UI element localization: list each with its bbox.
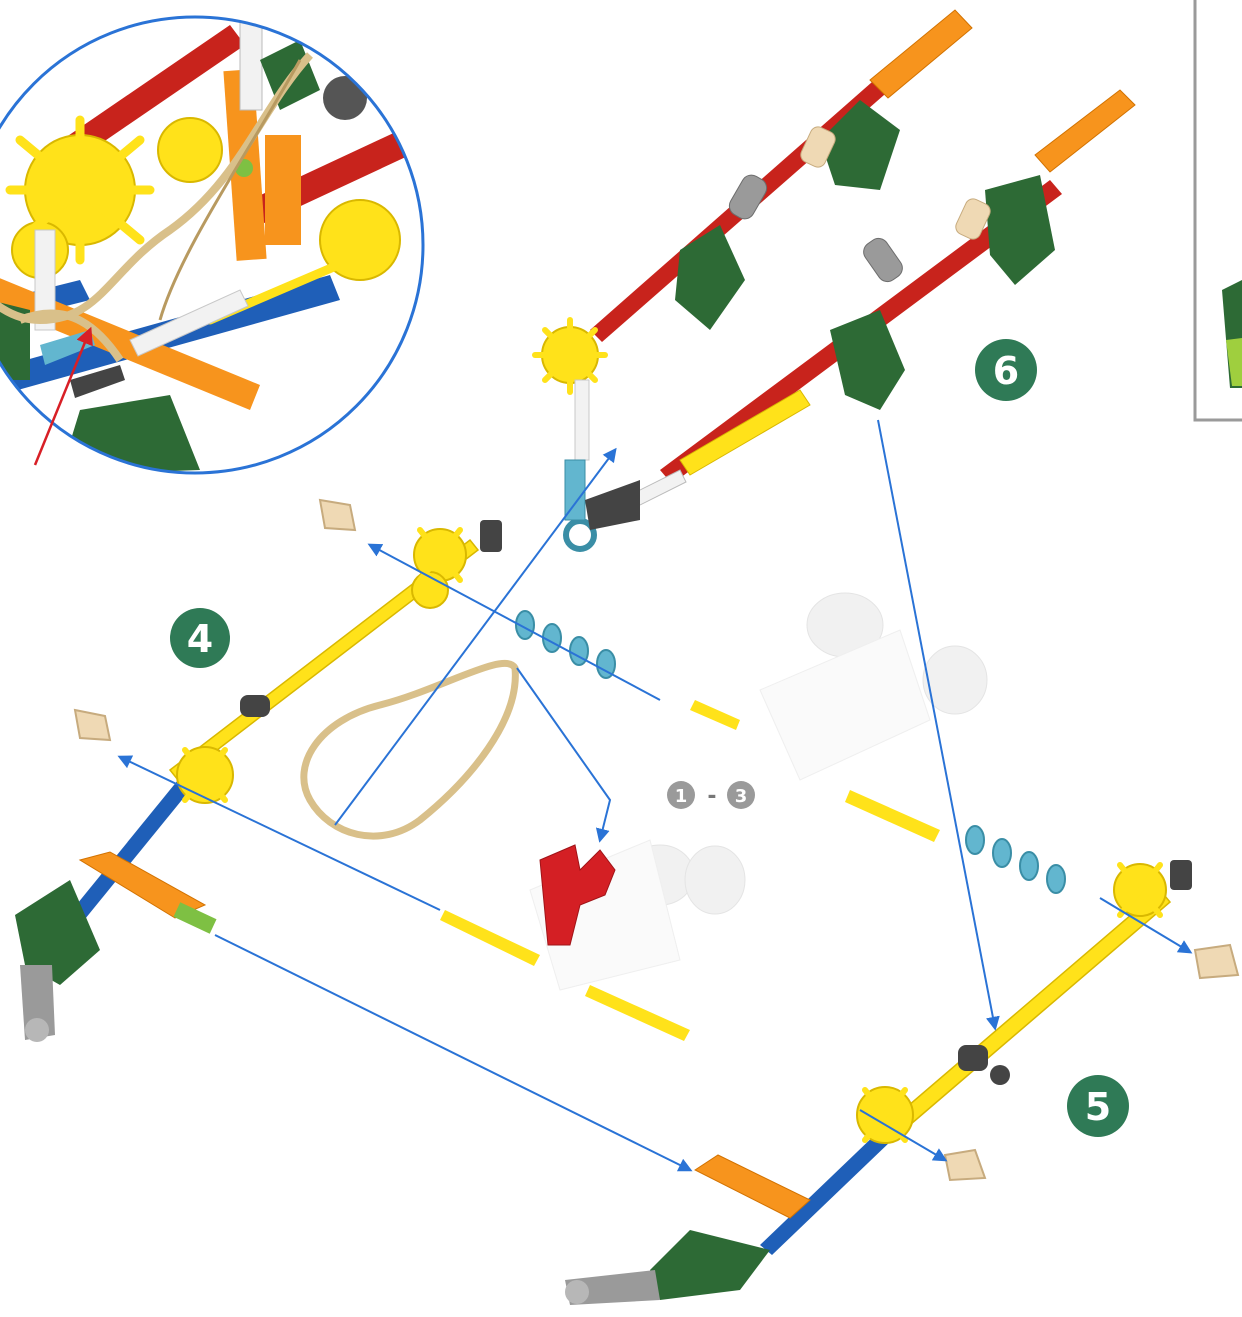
spacer-group-front <box>966 826 1065 893</box>
zoom-detail <box>0 0 423 475</box>
assembly-arrows <box>120 420 1190 1170</box>
prev-step-from: 1 <box>675 786 688 807</box>
inset-frame <box>1195 0 1242 420</box>
step-number-6: 6 <box>993 349 1019 393</box>
end-caps <box>75 500 1238 1180</box>
step-badge-4: 4 <box>170 608 230 668</box>
prev-step-to: 3 <box>735 786 748 807</box>
previous-steps-ref: 1 - 3 <box>667 781 755 809</box>
rod-assembly-step6 <box>535 10 1135 549</box>
step-number-5: 5 <box>1085 1085 1111 1129</box>
prev-step-dash: - <box>707 784 716 809</box>
ghost-assembly <box>530 593 987 990</box>
step-badge-6: 6 <box>975 339 1037 401</box>
step-number-4: 4 <box>187 617 213 661</box>
rubber-band-icon <box>304 663 516 836</box>
step-badge-5: 5 <box>1067 1075 1129 1137</box>
